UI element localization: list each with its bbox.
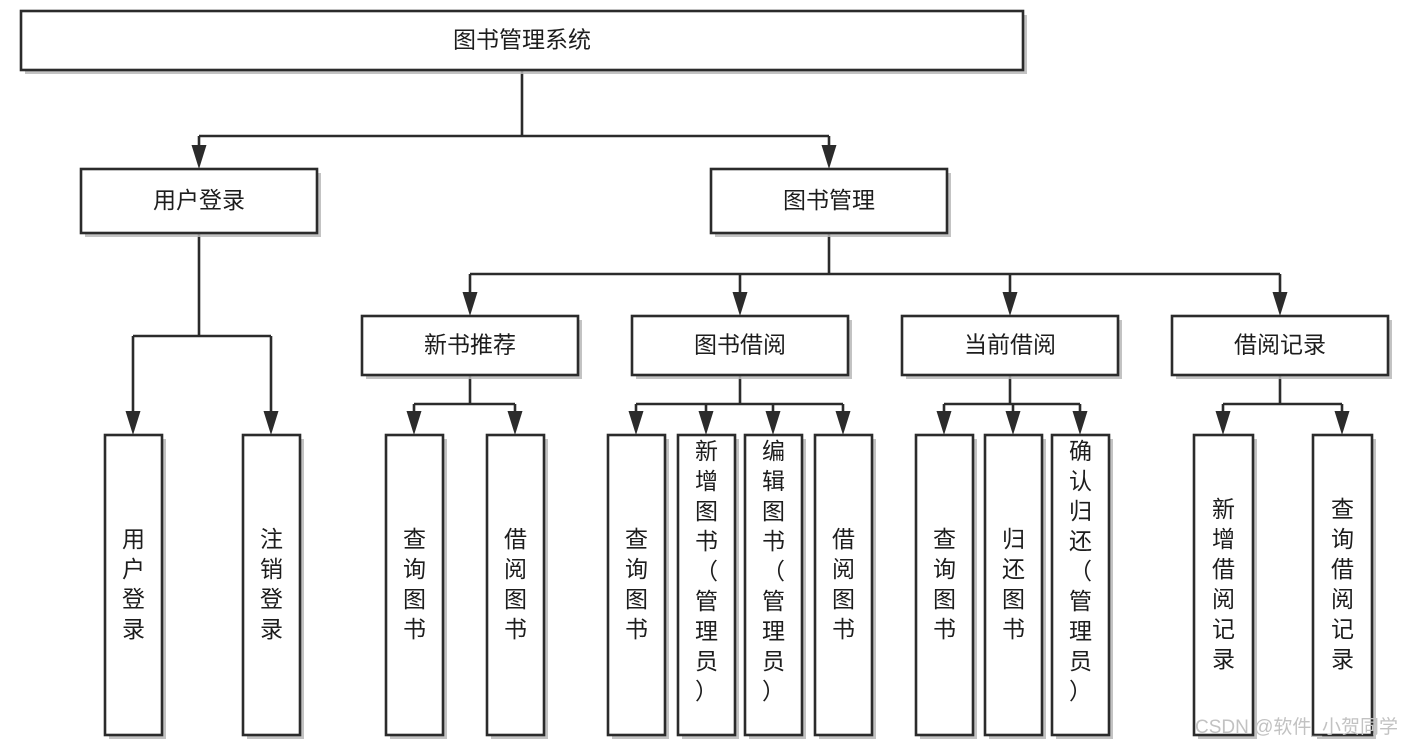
arrow-head-icon: [1272, 292, 1288, 316]
arrow-head-icon: [821, 145, 837, 169]
node-label: 注销登录: [260, 526, 283, 642]
node-leaf-return-book[interactable]: 归还图书: [983, 433, 1046, 739]
node-label: 查询图书: [933, 526, 956, 642]
node-leaf-user-logout[interactable]: 注销登录: [241, 433, 304, 739]
connector-current-borrow-bus: [936, 375, 1088, 435]
arrow-head-icon: [698, 411, 714, 435]
node-label: 图书借阅: [694, 332, 786, 358]
node-box[interactable]: [1170, 314, 1390, 377]
node-box[interactable]: [103, 433, 164, 737]
node-layer: 图书管理系统用户登录图书管理新书推荐图书借阅当前借阅借阅记录用户登录注销登录查询…: [19, 9, 1392, 739]
arrow-head-icon: [732, 292, 748, 316]
arrow-head-icon: [191, 145, 207, 169]
node-box[interactable]: [79, 167, 319, 235]
node-leaf-query-book-2[interactable]: 查询图书: [606, 433, 669, 739]
arrow-head-icon: [1002, 292, 1018, 316]
arrow-head-icon: [507, 411, 523, 435]
node-label: 归还图书: [1002, 526, 1025, 642]
connector-layer: [125, 70, 1350, 435]
connector-book-manage-bus: [462, 233, 1288, 316]
node-label: 借阅图书: [832, 526, 855, 642]
arrow-head-icon: [125, 411, 141, 435]
node-book-manage[interactable]: 图书管理: [709, 167, 951, 237]
node-leaf-add-book[interactable]: 新增图书（管理员）: [676, 433, 739, 739]
arrow-head-icon: [835, 411, 851, 435]
watermark-label: CSDN @软件_小贺同学: [1195, 716, 1398, 738]
node-label: 查询图书: [625, 526, 648, 642]
node-label: 新增借阅记录: [1212, 496, 1235, 672]
node-box[interactable]: [1192, 433, 1255, 737]
node-box[interactable]: [743, 433, 804, 737]
arrow-head-icon: [765, 411, 781, 435]
node-borrow-record[interactable]: 借阅记录: [1170, 314, 1392, 379]
node-leaf-user-login[interactable]: 用户登录: [103, 433, 166, 739]
node-label: 借阅记录: [1234, 332, 1326, 358]
node-leaf-query-book-1[interactable]: 查询图书: [384, 433, 447, 739]
node-leaf-confirm-return[interactable]: 确认归还（管理员）: [1050, 433, 1113, 739]
node-box[interactable]: [709, 167, 949, 235]
node-new-book-rec[interactable]: 新书推荐: [360, 314, 582, 379]
node-label: 图书管理系统: [453, 27, 591, 53]
node-label: 查询借阅记录: [1331, 496, 1354, 672]
node-label: 用户登录: [122, 526, 145, 642]
node-label: 当前借阅: [964, 332, 1056, 358]
connector-borrow-record-bus: [1215, 375, 1350, 435]
node-box[interactable]: [1050, 433, 1111, 737]
connector-book-borrow-bus: [628, 375, 851, 435]
node-label: 借阅图书: [504, 526, 527, 642]
node-leaf-add-record[interactable]: 新增借阅记录: [1192, 433, 1257, 739]
arrow-head-icon: [263, 411, 279, 435]
node-label: 用户登录: [153, 187, 245, 213]
connector-new-book-rec-bus: [406, 375, 523, 435]
node-box[interactable]: [630, 314, 850, 377]
node-box[interactable]: [241, 433, 302, 737]
node-label: 确认归还（管理员）: [1069, 438, 1092, 704]
arrow-head-icon: [628, 411, 644, 435]
arrow-head-icon: [1334, 411, 1350, 435]
node-box[interactable]: [676, 433, 737, 737]
connector-root-bus: [191, 70, 837, 169]
node-box[interactable]: [19, 9, 1025, 72]
node-box[interactable]: [606, 433, 667, 737]
node-box[interactable]: [900, 314, 1120, 377]
node-book-borrow[interactable]: 图书借阅: [630, 314, 852, 379]
node-leaf-edit-book[interactable]: 编辑图书（管理员）: [743, 433, 806, 739]
node-label: 新增图书（管理员）: [695, 438, 718, 704]
node-leaf-query-record[interactable]: 查询借阅记录: [1311, 433, 1376, 739]
node-user-login[interactable]: 用户登录: [79, 167, 321, 237]
node-leaf-borrow-book-2[interactable]: 借阅图书: [813, 433, 876, 739]
node-box[interactable]: [384, 433, 445, 737]
node-box[interactable]: [914, 433, 975, 737]
arrow-head-icon: [462, 292, 478, 316]
node-label: 图书管理: [783, 187, 875, 213]
node-label: 查询图书: [403, 526, 426, 642]
node-box[interactable]: [983, 433, 1044, 737]
connector-user-login-bus: [125, 233, 279, 435]
arrow-head-icon: [1215, 411, 1231, 435]
arrow-head-icon: [406, 411, 422, 435]
arrow-head-icon: [936, 411, 952, 435]
node-leaf-query-book-3[interactable]: 查询图书: [914, 433, 977, 739]
node-box[interactable]: [360, 314, 580, 377]
node-label: 新书推荐: [424, 332, 516, 358]
arrow-head-icon: [1072, 411, 1088, 435]
node-label: 编辑图书（管理员）: [762, 438, 785, 704]
node-box[interactable]: [485, 433, 546, 737]
arrow-head-icon: [1005, 411, 1021, 435]
node-leaf-borrow-book-1[interactable]: 借阅图书: [485, 433, 548, 739]
node-box[interactable]: [813, 433, 874, 737]
node-current-borrow[interactable]: 当前借阅: [900, 314, 1122, 379]
node-root[interactable]: 图书管理系统: [19, 9, 1027, 74]
node-box[interactable]: [1311, 433, 1374, 737]
